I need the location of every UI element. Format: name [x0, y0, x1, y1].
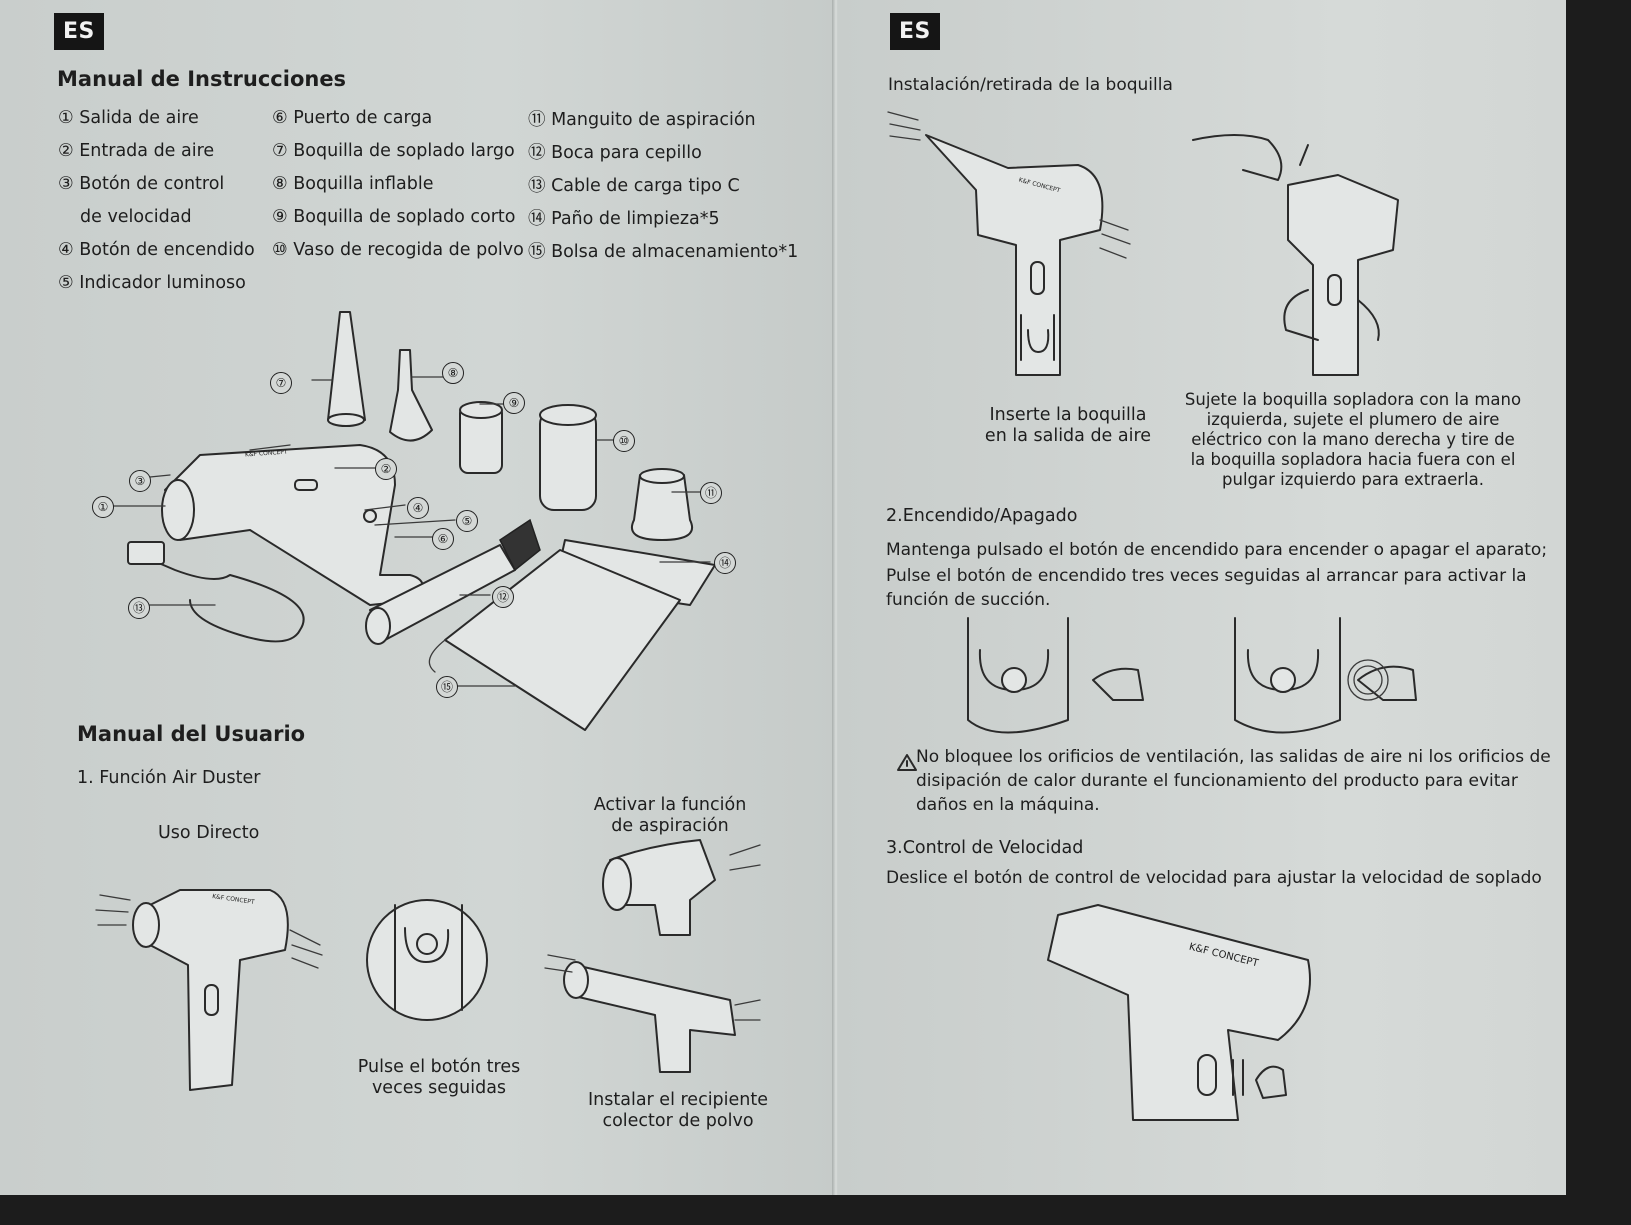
hand-upper-icon: [1192, 134, 1283, 181]
power-button-circle-icon: [416, 933, 438, 955]
part-label: ⑥ Puerto de carga: [272, 108, 433, 128]
part-label: ⑭ Paño de limpieza*5: [528, 209, 720, 229]
power-button-icon: [363, 509, 377, 523]
part-label: ⑧ Boquilla inflable: [272, 174, 434, 194]
callout-number: ⑮: [436, 676, 458, 698]
power-button-closeup-icon: [366, 899, 488, 1021]
usb-plug-icon: [127, 541, 165, 565]
right-page: ES Instalación/retirada de la boquilla K…: [838, 0, 1566, 1195]
suction-sleeve-top: [639, 468, 685, 484]
duster-remove-icon: [1287, 174, 1399, 376]
part-label: ⑨ Boquilla de soplado corto: [272, 207, 516, 227]
short-nozzle-top: [459, 401, 503, 419]
callout-number: ⑫: [492, 586, 514, 608]
arrow-up-icon: [1299, 144, 1309, 166]
page-fold: [832, 0, 840, 1195]
suction-sleeve-icon: [631, 474, 693, 541]
callout-number: ⑩: [613, 430, 635, 452]
lang-badge: ES: [890, 13, 940, 50]
power-instruction-2: Pulse el botón de encendido tres veces s…: [886, 566, 1527, 610]
caption-direct-use: Uso Directo: [158, 823, 260, 843]
section-heading: 3.Control de Velocidad: [886, 838, 1084, 858]
inflatable-nozzle-icon: [389, 349, 433, 442]
usb-c-cable-icon: [139, 554, 305, 643]
long-nozzle-base: [327, 413, 365, 427]
warning-icon: [897, 754, 917, 771]
caption-insert-nozzle: Inserte la boquilla en la salida de aire: [984, 405, 1152, 446]
duster-outlet-icon: [132, 902, 160, 948]
lang-badge: ES: [54, 13, 104, 50]
speed-button-icon: [294, 479, 318, 491]
caption-activate-suction: Activar la función de aspiración: [593, 795, 747, 836]
power-button-circle-icon: [1270, 667, 1296, 693]
speed-slider-icon: [1030, 261, 1045, 295]
part-label: de velocidad: [80, 207, 192, 227]
part-label: ⑩ Vaso de recogida de polvo: [272, 240, 524, 260]
speed-slider-icon: [204, 984, 219, 1016]
part-label: ⑬ Cable de carga tipo C: [528, 176, 740, 196]
finger-slide-icon: [1255, 1065, 1287, 1099]
instruction-diagram: [887, 111, 1417, 1121]
long-nozzle-icon: [327, 311, 366, 421]
caption-remove-nozzle: Sujete la boquilla sopladora con la mano…: [1184, 390, 1522, 489]
slide-arrows-icon: [1232, 1059, 1244, 1096]
caption-press-three: Pulse el botón tres veces seguidas: [357, 1057, 521, 1098]
section-heading: 1. Función Air Duster: [77, 768, 261, 788]
speed-slider-icon: [1327, 274, 1342, 306]
power-button-circle-icon: [1001, 667, 1027, 693]
user-manual-title: Manual del Usuario: [77, 722, 306, 746]
callout-number: ⑦: [270, 372, 292, 394]
duster-with-container-icon: [569, 964, 736, 1073]
callout-number: ⑬: [128, 597, 150, 619]
caption-install-container: Instalar el recipiente colector de polvo: [588, 1090, 769, 1131]
power-instruction-1: Mantenga pulsado el botón de encendido p…: [886, 540, 1548, 560]
callout-number: ④: [407, 497, 429, 519]
part-label: ⑮ Bolsa de almacenamiento*1: [528, 242, 799, 262]
hand-lower-icon: [1283, 289, 1380, 341]
section-heading: 2.Encendido/Apagado: [886, 506, 1078, 526]
speed-slider-icon: [1197, 1054, 1217, 1096]
part-label: ② Entrada de aire: [58, 141, 215, 161]
left-page: ES Manual de Instrucciones ① Salida de a…: [0, 0, 835, 1195]
brush-bristles-icon: [499, 518, 541, 572]
container-end-icon: [563, 961, 589, 999]
part-label: ③ Botón de control: [58, 174, 225, 194]
callout-number: ⑧: [442, 362, 464, 384]
finger-press-icon: [1092, 667, 1144, 701]
callout-number: ⑥: [432, 528, 454, 550]
callout-number: ②: [375, 458, 397, 480]
dust-cup-top: [539, 404, 597, 426]
part-label: ⑤ Indicador luminoso: [58, 273, 246, 293]
callout-number: ⑪: [700, 482, 722, 504]
duster-speed-control-icon: [1047, 904, 1311, 1121]
page-title: Manual de Instrucciones: [57, 67, 347, 91]
suction-inlet-icon: [602, 857, 632, 911]
part-label: ① Salida de aire: [58, 108, 199, 128]
callout-number: ①: [92, 496, 114, 518]
air-outlet-icon: [161, 479, 195, 541]
duster-suction-icon: [609, 839, 716, 936]
callout-number: ⑨: [503, 392, 525, 414]
part-label: ⑫ Boca para cepillo: [528, 143, 702, 163]
duster-insert-icon: [925, 134, 1104, 376]
callout-number: ③: [129, 470, 151, 492]
brush-mouth-end: [365, 607, 391, 645]
section-heading: Instalación/retirada de la boquilla: [888, 75, 1173, 95]
callout-number: ⑤: [456, 510, 478, 532]
callout-number: ⑭: [714, 552, 736, 574]
finger-triple-press-icon: [1357, 665, 1417, 701]
parts-diagram: [95, 311, 761, 1091]
part-label: ④ Botón de encendido: [58, 240, 255, 260]
part-label: ⑪ Manguito de aspiración: [528, 110, 756, 130]
warning-text: No bloquee los orificios de ventilación,…: [916, 747, 1551, 815]
speed-instruction: Deslice el botón de control de velocidad…: [886, 868, 1542, 888]
part-label: ⑦ Boquilla de soplado largo: [272, 141, 515, 161]
